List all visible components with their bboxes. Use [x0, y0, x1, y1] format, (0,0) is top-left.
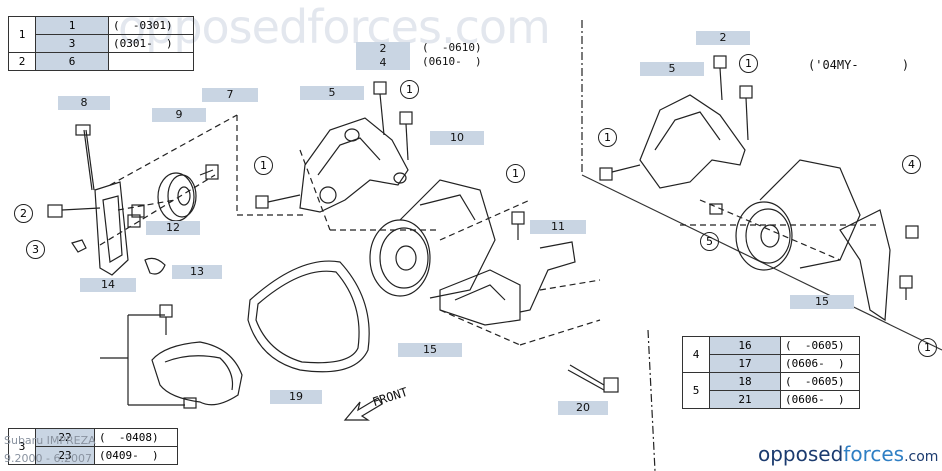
callout-14[interactable]: 14 — [80, 278, 136, 292]
circled-ref[interactable]: 1 — [739, 54, 758, 73]
circled-ref: 1 — [8, 16, 36, 53]
callout-4[interactable]: 4 — [356, 56, 410, 70]
ref-number: 16 — [709, 336, 781, 355]
range-a: ( -0610) — [422, 41, 482, 54]
ref-number: 18 — [709, 372, 781, 391]
ref-number: 17 — [709, 354, 781, 373]
date-range: (0606- ) — [780, 390, 860, 409]
table-row: 1 1 ( -0301) — [8, 16, 194, 53]
callout-11[interactable]: 11 — [530, 220, 586, 234]
circled-ref[interactable]: 5 — [700, 232, 719, 251]
date-range: ( -0301) — [108, 16, 194, 35]
brand-logo-part2: forces — [843, 442, 905, 466]
callout-20[interactable]: 20 — [558, 401, 608, 415]
date-range: (0409- ) — [94, 446, 178, 465]
callout-8[interactable]: 8 — [58, 96, 110, 110]
bottom-left-reference-table: 3 22 ( -0408) 23 (0409- ) — [8, 428, 178, 465]
circled-ref[interactable]: 4 — [902, 155, 921, 174]
callout-15-right[interactable]: 15 — [790, 295, 854, 309]
table-row: 17 (0606- ) — [683, 354, 860, 373]
footer-dates: 9.2000 - 6.2007 — [4, 452, 92, 465]
ref-number: 3 — [35, 34, 109, 53]
circled-ref[interactable]: 1 — [400, 80, 419, 99]
circled-ref: 4 — [682, 336, 710, 373]
circled-ref: 5 — [682, 372, 710, 409]
callout-12[interactable]: 12 — [146, 221, 200, 235]
table-row: 4 16 ( -0605) — [682, 336, 860, 373]
callout-19[interactable]: 19 — [270, 390, 322, 404]
callout-2[interactable]: 2 — [356, 42, 410, 56]
date-range: ( -0605) — [780, 336, 860, 355]
brand-logo[interactable]: opposedforces.com — [758, 442, 938, 466]
ref-number: 23 — [35, 446, 95, 465]
table-row: 3 22 ( -0408) — [8, 428, 178, 465]
circled-ref[interactable]: 1 — [254, 156, 273, 175]
footer-model: Subaru IMPREZA — [4, 434, 96, 447]
ref-number: 1 — [35, 16, 109, 35]
ref-number: 22 — [35, 428, 95, 447]
date-range: ( -0408) — [94, 428, 178, 447]
date-range — [108, 52, 194, 71]
circled-ref[interactable]: 1 — [918, 338, 937, 357]
callout-13[interactable]: 13 — [172, 265, 222, 279]
range-b: (0610- ) — [422, 55, 482, 68]
date-range: ( -0605) — [780, 372, 860, 391]
callout-10[interactable]: 10 — [430, 131, 484, 145]
date-range: (0606- ) — [780, 354, 860, 373]
ref-number: 6 — [35, 52, 109, 71]
brand-logo-part3: .com — [904, 449, 939, 465]
circled-ref[interactable]: 3 — [26, 240, 45, 259]
callout-5-right[interactable]: 5 — [640, 62, 704, 76]
ref-number: 21 — [709, 390, 781, 409]
circled-ref: 2 — [8, 52, 36, 71]
callout-2-right[interactable]: 2 — [696, 31, 750, 45]
callout-5[interactable]: 5 — [300, 86, 364, 100]
table-row: 2 6 — [8, 52, 194, 71]
table-row: 5 18 ( -0605) — [682, 372, 860, 409]
table-row: 21 (0606- ) — [683, 390, 860, 409]
callout-9[interactable]: 9 — [152, 108, 206, 122]
circled-ref[interactable]: 2 — [14, 204, 33, 223]
bottom-right-reference-table: 4 16 ( -0605) 17 (0606- ) 5 18 ( -0605) … — [682, 336, 860, 409]
table-row: 23 (0409- ) — [9, 446, 178, 465]
circled-ref[interactable]: 1 — [506, 164, 525, 183]
callout-15-center[interactable]: 15 — [398, 343, 462, 357]
model-year-note: ('04MY- ) — [808, 58, 910, 72]
circled-ref[interactable]: 1 — [598, 128, 617, 147]
callout-7[interactable]: 7 — [202, 88, 258, 102]
brand-logo-part1: opposed — [758, 442, 844, 466]
top-left-reference-table: 1 1 ( -0301) 3 (0301- ) 2 6 — [8, 16, 194, 71]
table-row: 3 (0301- ) — [9, 34, 194, 53]
date-range: (0301- ) — [108, 34, 194, 53]
